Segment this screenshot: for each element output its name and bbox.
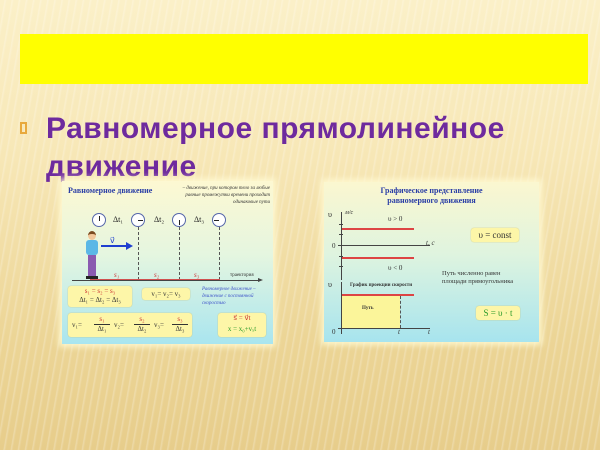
velocity-y-axis-2 [341, 282, 342, 334]
negative-velocity-line [342, 257, 414, 259]
clock-icon [212, 213, 226, 227]
v2-lhs: v₂= [114, 321, 124, 329]
t-marker [400, 296, 401, 328]
path-formula-box: S = υ · t [476, 306, 520, 320]
motion-equations-box: s⃗ = v⃗t x = x₀+vₓt [218, 313, 266, 337]
uniform-definition-note: Равномерное движение – движение с постоя… [202, 287, 256, 306]
displacement-eq: s⃗ = v⃗t [233, 314, 251, 322]
title-line-2: равномерного движения [387, 196, 476, 205]
v-negative-label: υ < 0 [388, 264, 403, 272]
velocity-arrow-icon [101, 245, 129, 247]
v2-denominator: Δt₂ [134, 324, 150, 333]
v3-lhs: v₃= [154, 321, 164, 329]
segment-s1-label: s₁ [114, 271, 120, 279]
title-placeholder-bar [20, 34, 588, 84]
delta-t1-label: Δt₁ [113, 215, 124, 224]
person-icon [84, 231, 100, 279]
y-axis-label: υ [328, 210, 332, 219]
area-note-line-1: Путь численно равен [442, 270, 501, 277]
v3-numerator: s₃ [177, 315, 183, 323]
slide-heading: Равномерное прямолинейное движение [46, 112, 505, 183]
trajectory-axis [72, 280, 260, 281]
constant-velocity-line [342, 294, 414, 296]
dashed-marker [219, 227, 220, 280]
v1-numerator: s₁ [99, 315, 105, 323]
area-note: Путь численно равен площади прямоугольни… [442, 270, 513, 286]
v1-denominator: Δt₁ [94, 324, 110, 333]
clock-icon [92, 213, 106, 227]
t-axis-label: t [428, 328, 430, 336]
equal-segments-eq: s₁ = s₂ = s₃ [84, 287, 116, 295]
delta-t3-label: Δt₃ [194, 215, 205, 224]
equal-velocities-box: v₁= v₂= v₃ [142, 288, 190, 300]
time-axis-label: t, c [426, 239, 435, 247]
y-tick [339, 224, 343, 225]
axis-arrow-icon [258, 278, 263, 282]
path-label: Путь [362, 306, 374, 311]
time-axis-2 [338, 328, 430, 329]
velocity-y-axis [341, 212, 342, 280]
v-positive-label: υ > 0 [388, 215, 403, 223]
clock-icon [172, 213, 186, 227]
square-bullet-icon [20, 122, 27, 134]
path-area-rect [342, 295, 400, 328]
clock-icon [131, 213, 145, 227]
segment-s3-label: s₃ [194, 271, 200, 279]
delta-t2-label: Δt₂ [154, 215, 165, 224]
equal-intervals-eq: Δt₁ = Δt₂ = Δt₃ [79, 296, 121, 304]
velocity-label: v⃗ [110, 236, 115, 245]
coordinate-eq: x = x₀+vₓt [227, 325, 257, 333]
velocity-formulas-box: v₁= s₁ Δt₁ v₂= s₂ Δt₂ v₃= s₃ Δt₃ [68, 313, 192, 337]
positive-velocity-line [342, 228, 414, 230]
area-note-line-2: площади прямоугольника [442, 278, 514, 285]
v3-denominator: Δt₃ [172, 324, 188, 333]
panel-title: Графическое представление равномерного д… [324, 186, 539, 206]
const-velocity-box: υ = const [471, 228, 519, 242]
y-tick [339, 266, 343, 267]
v1-lhs: v₁= [72, 321, 82, 329]
graph2-title: График проекции скорости [350, 283, 413, 288]
segment-s2-label: s₂ [154, 271, 160, 279]
equality-box: s₁ = s₂ = s₃ Δt₁ = Δt₂ = Δt₃ [68, 286, 132, 307]
origin-label-2: 0 [332, 328, 336, 336]
definition-text: – движение, при котором тело за любые ра… [182, 186, 270, 205]
path-segment [90, 279, 220, 280]
v2-numerator: s₂ [139, 315, 145, 323]
y-axis-label-2: υ [328, 280, 332, 289]
graphical-representation-illustration: Графическое представление равномерного д… [324, 182, 539, 342]
time-axis [338, 245, 430, 246]
arrow-head-icon [126, 242, 133, 250]
y-tick [339, 234, 343, 235]
title-line-1: Графическое представление [380, 186, 483, 195]
y-tick [339, 256, 343, 257]
dashed-marker [179, 227, 180, 280]
y-unit-label: м/с [345, 210, 354, 216]
uniform-motion-illustration: Равномерное движение – движение, при кот… [62, 181, 273, 344]
dashed-marker [138, 227, 139, 280]
t-mark-label: t [398, 328, 400, 336]
origin-label: 0 [332, 242, 336, 250]
panel-title: Равномерное движение [68, 186, 153, 195]
trajectory-label: траектория [230, 273, 254, 278]
